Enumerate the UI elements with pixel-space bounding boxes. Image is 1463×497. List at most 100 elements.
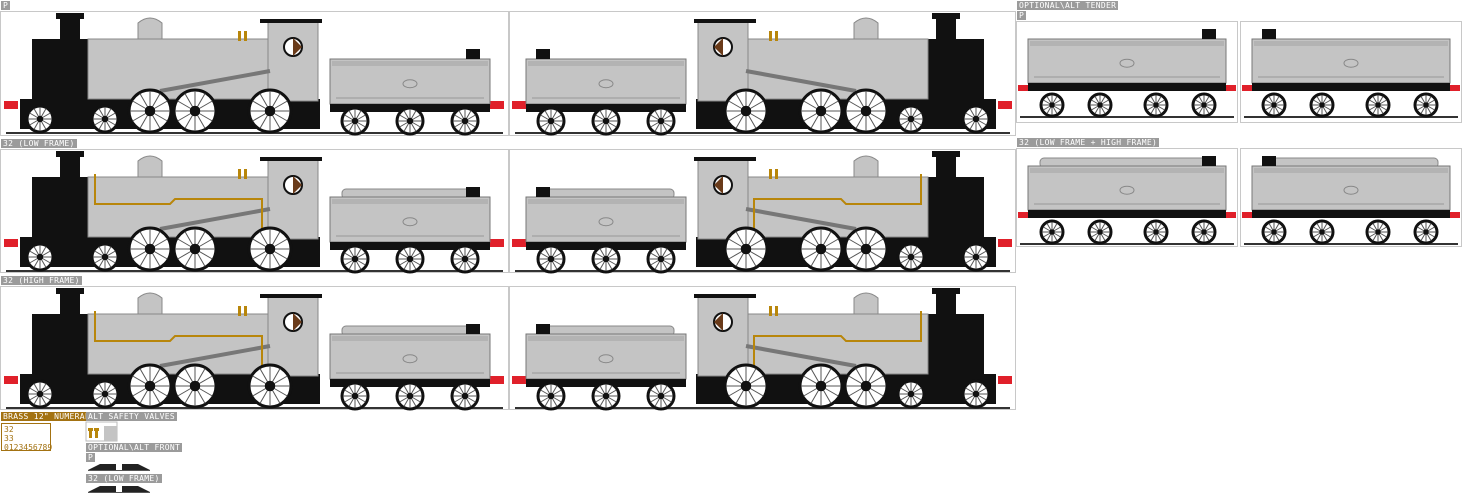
- leading-wheel: [25, 104, 55, 134]
- tender-wheel: [1039, 92, 1065, 118]
- rear-buffer: [512, 376, 526, 384]
- tender-sprite-1: [1018, 29, 1236, 118]
- front-buffer: [4, 376, 18, 384]
- locomotive-sprite-row3-right: [4, 288, 504, 411]
- dome: [853, 292, 879, 315]
- tender-wheel: [536, 106, 566, 136]
- tender-wheel: [1261, 92, 1287, 118]
- loco-group: [4, 151, 504, 274]
- loco-group: [4, 13, 504, 136]
- tender-wheel: [1261, 219, 1287, 245]
- driving-wheel: [843, 226, 889, 272]
- tender-wheel: [1087, 219, 1113, 245]
- driving-wheel: [843, 88, 889, 134]
- driving-wheel: [127, 88, 173, 134]
- loco-group: [4, 288, 504, 411]
- front-buffer: [998, 239, 1012, 247]
- tender-wheel: [536, 381, 566, 411]
- front-buffer: [4, 239, 18, 247]
- tender-wheel: [646, 244, 676, 274]
- tender-title: OPTIONAL\ALT TENDER: [1017, 1, 1119, 10]
- tender-wheel: [1039, 219, 1065, 245]
- boiler: [87, 38, 269, 100]
- brass-pipe: [94, 174, 263, 229]
- leading-wheel: [90, 242, 120, 272]
- tender-wheel: [340, 381, 370, 411]
- tender-wheel: [536, 244, 566, 274]
- tender-sprite-4: [1242, 156, 1460, 245]
- boiler: [747, 38, 929, 100]
- tender-wheel: [395, 244, 425, 274]
- tender-wheel: [1191, 92, 1217, 118]
- dome: [137, 292, 163, 315]
- tender-wheel: [1309, 219, 1335, 245]
- rear-buffer: [490, 376, 504, 384]
- safety-valves-title: ALT SAFETY VALVES: [86, 412, 177, 421]
- brass-pipe: [94, 311, 263, 366]
- brass-numeral-line-3: 0123456789: [4, 443, 53, 452]
- safety-valve-sprites: [85, 421, 118, 442]
- tender-wheel: [395, 106, 425, 136]
- smokebox: [928, 314, 984, 376]
- chimney: [936, 153, 956, 177]
- chimney: [60, 15, 80, 39]
- rear-buffer: [490, 239, 504, 247]
- leading-wheel: [896, 104, 926, 134]
- brass-pipe: [753, 174, 922, 229]
- driving-wheel: [127, 226, 173, 272]
- dome: [137, 155, 163, 178]
- chimney: [60, 153, 80, 177]
- cab: [697, 295, 749, 377]
- front-buffer: [998, 376, 1012, 384]
- tender: [1027, 38, 1227, 91]
- tender: [525, 325, 687, 387]
- leading-wheel: [90, 379, 120, 409]
- tender: [329, 325, 491, 387]
- dome: [853, 17, 879, 40]
- driving-wheel: [723, 88, 769, 134]
- tender-sprite-2: [1242, 29, 1460, 118]
- boiler: [87, 176, 269, 238]
- tender-wheel: [591, 244, 621, 274]
- tender-wheel: [340, 244, 370, 274]
- driving-wheel: [723, 226, 769, 272]
- leading-wheel: [961, 379, 991, 409]
- driving-wheel: [723, 363, 769, 409]
- brass-numerals-title: BRASS 12" NUMERALS: [1, 412, 98, 421]
- alt-front-sprites-p: [88, 464, 150, 471]
- boiler: [747, 313, 929, 375]
- tender-group: [1018, 156, 1236, 245]
- driving-wheel: [843, 363, 889, 409]
- tender-wheel: [646, 381, 676, 411]
- tender: [1251, 38, 1451, 91]
- dome: [137, 17, 163, 40]
- brass-numeral-line-2: 33: [4, 434, 14, 443]
- smokebox: [928, 39, 984, 101]
- cab: [697, 20, 749, 102]
- locomotive-sprite-row2-left: [512, 151, 1012, 274]
- alt-front-title: OPTIONAL\ALT FRONT: [86, 443, 183, 452]
- tender: [1251, 157, 1451, 218]
- loco-group: [512, 151, 1012, 274]
- driving-wheel: [127, 363, 173, 409]
- tender: [525, 188, 687, 250]
- driving-wheel: [798, 363, 844, 409]
- smokebox: [32, 39, 88, 101]
- tender-wheel: [591, 381, 621, 411]
- loco-group: [512, 13, 1012, 136]
- rear-buffer: [512, 101, 526, 109]
- tender-wheel: [1143, 219, 1169, 245]
- driving-wheel: [247, 88, 293, 134]
- leading-wheel: [90, 104, 120, 134]
- boiler: [87, 313, 269, 375]
- tender-sub-label: P: [1017, 11, 1027, 20]
- row1-label: P: [1, 1, 11, 10]
- rear-buffer: [512, 239, 526, 247]
- tender-sprite-3: [1018, 156, 1236, 245]
- alt-front-sub: P: [86, 453, 96, 462]
- alt-front-sub2: 32 (LOW FRAME): [86, 474, 162, 483]
- driving-wheel: [247, 226, 293, 272]
- tender-wheel: [1413, 92, 1439, 118]
- cab: [267, 158, 319, 240]
- tender-row2-label: 32 (LOW FRAME + HIGH FRAME): [1017, 138, 1160, 147]
